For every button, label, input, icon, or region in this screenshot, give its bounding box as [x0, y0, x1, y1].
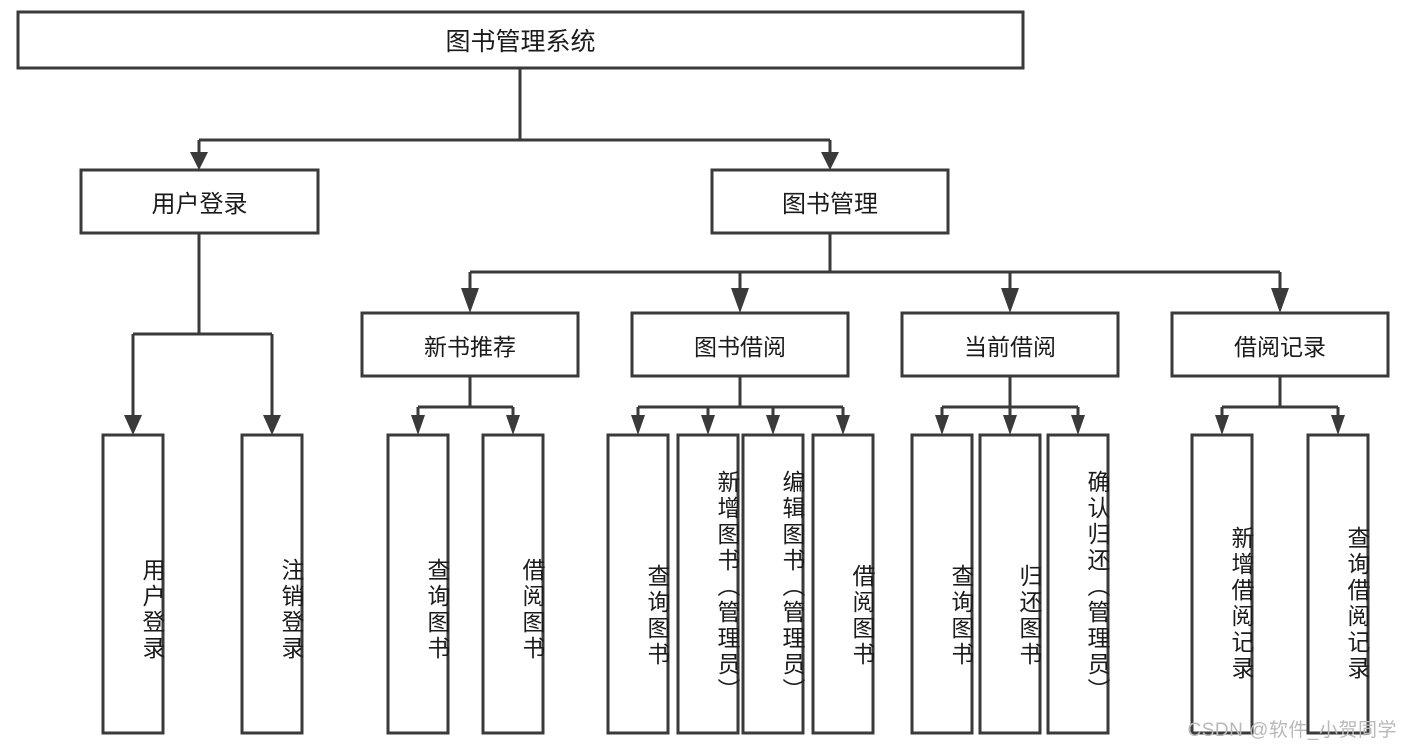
arrow-head-book-manage [821, 152, 839, 170]
arrow-head-current-borrow [1001, 288, 1019, 313]
arrow-head-leaf-borrow-3 [766, 415, 780, 435]
leaf-recommend-query-book[interactable] [386, 433, 450, 735]
arrow-head-book-borrow [731, 288, 749, 313]
leaf-borrow-edit-book[interactable] [741, 433, 805, 735]
arrow-head-new-book-recommend [461, 288, 479, 313]
node-root[interactable] [16, 10, 1025, 70]
node-book-manage[interactable] [710, 168, 950, 235]
leaf-borrow-query-book[interactable] [606, 433, 670, 735]
node-user-login[interactable] [79, 168, 320, 235]
arrow-head-borrow-record [1271, 288, 1289, 313]
arrow-head-leaf-current-2 [1003, 415, 1017, 435]
node-borrow-record[interactable] [1170, 311, 1390, 378]
arrow-head-leaf-current-1 [935, 415, 949, 435]
node-book-borrow[interactable] [630, 311, 850, 378]
arrow-head-leaf-recommend-1 [411, 415, 425, 435]
leaf-current-confirm-return[interactable] [1046, 433, 1110, 735]
arrow-head-leaf-logout [263, 415, 281, 435]
leaf-user-login[interactable] [101, 433, 165, 735]
arrow-head-leaf-recommend-2 [506, 415, 520, 435]
node-rects [16, 10, 1390, 735]
leaf-borrow-add-book[interactable] [676, 433, 740, 735]
leaf-borrow-borrow-book[interactable] [811, 433, 875, 735]
arrow-head-leaf-borrow-4 [836, 415, 850, 435]
arrow-head-leaf-current-3 [1071, 415, 1085, 435]
arrow-head-leaf-borrow-1 [631, 415, 645, 435]
arrow-head-leaf-borrow-2 [701, 415, 715, 435]
arrow-head-leaf-user-login [124, 415, 142, 435]
leaf-logout-login[interactable] [240, 433, 304, 735]
node-new-book-recommend[interactable] [360, 311, 580, 378]
arrow-head-user-login [190, 152, 208, 170]
leaf-record-add[interactable] [1190, 433, 1254, 735]
node-current-borrow[interactable] [900, 311, 1120, 378]
arrow-head-leaf-record-2 [1331, 415, 1345, 435]
leaf-recommend-borrow-book[interactable] [481, 433, 545, 735]
leaf-current-return-book[interactable] [978, 433, 1042, 735]
leaf-current-query-book[interactable] [910, 433, 974, 735]
arrow-head-leaf-record-1 [1215, 415, 1229, 435]
connectors [124, 68, 1345, 435]
leaf-record-query[interactable] [1306, 433, 1370, 735]
